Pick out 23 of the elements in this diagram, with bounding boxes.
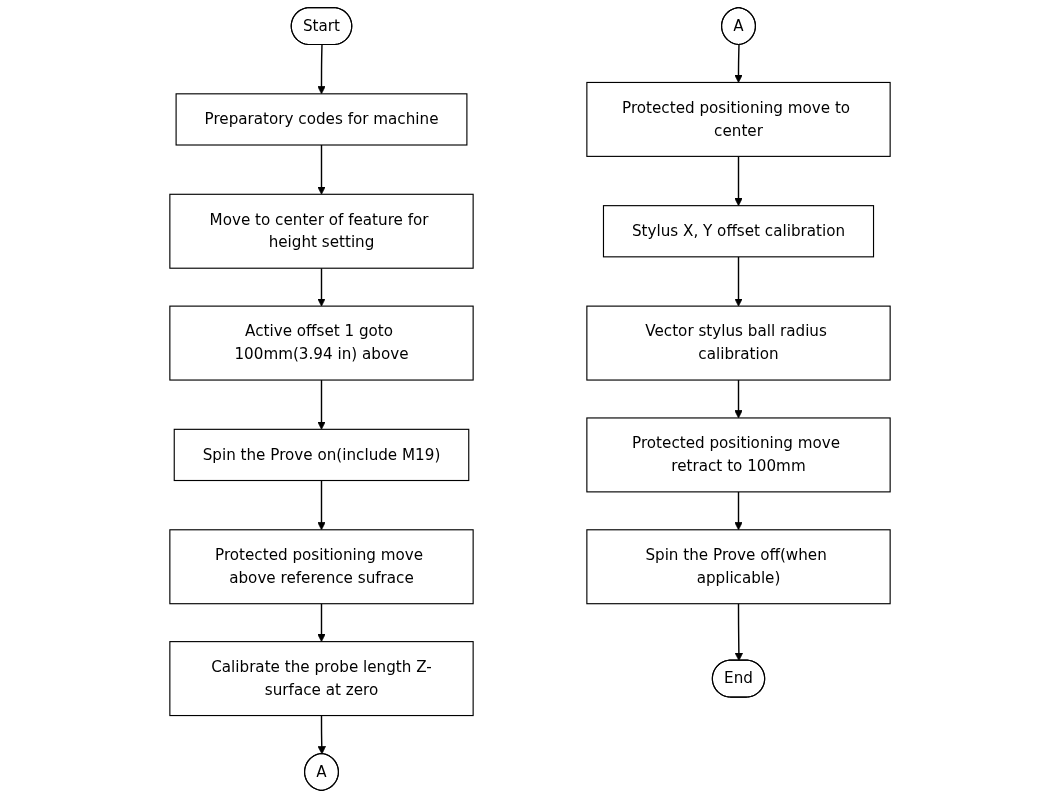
- node-box: Calibrate the probe length Z-surface at zero: [169, 641, 474, 717]
- arrow: [734, 491, 743, 531]
- arrow: [734, 44, 743, 83]
- arrow: [317, 479, 326, 531]
- node-box: Protected positioning move above reference sufrace: [169, 529, 474, 605]
- arrow: [317, 267, 326, 307]
- arrow: [317, 603, 326, 642]
- arrow: [734, 379, 743, 419]
- node-box: Spin the Prove off(when applicable): [586, 529, 891, 605]
- arrow: [317, 379, 326, 430]
- node-box: Protected positioning move retract to 100mm: [586, 417, 891, 493]
- node-box: Spin the Prove on(include M19): [173, 428, 470, 482]
- node-box: Protected positioning move to center: [586, 81, 891, 157]
- node-box: Vector stylus ball radius calibration: [586, 305, 891, 381]
- arrow: [317, 144, 326, 195]
- arrow: [734, 603, 744, 661]
- node-box: Active offset 1 goto 100mm(3.94 in) above: [169, 305, 474, 381]
- node-box: Preparatory codes for machine: [175, 93, 468, 146]
- arrow: [734, 155, 743, 207]
- node-box: Move to center of feature for height setting: [169, 193, 474, 269]
- node-box: Stylus X, Y offset calibration: [602, 205, 875, 258]
- arrow: [734, 256, 743, 307]
- arrow: [317, 44, 326, 95]
